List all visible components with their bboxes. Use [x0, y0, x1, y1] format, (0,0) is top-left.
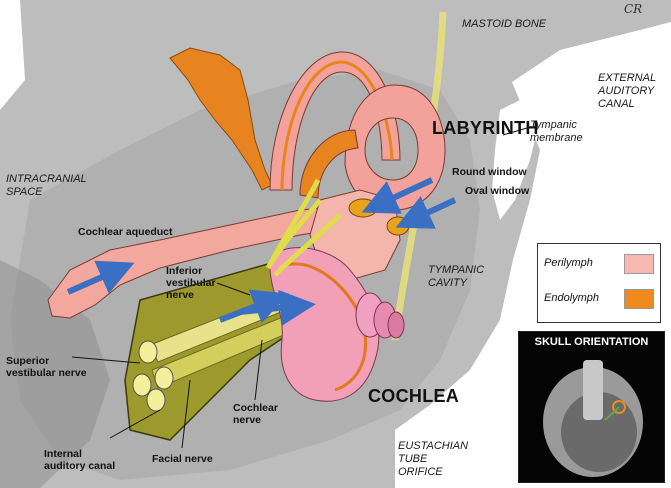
leader-inferior-vestibular — [216, 282, 251, 296]
oval-window-spot — [386, 216, 410, 236]
label-tympanic-cavity: TYMPANIC CAVITY — [428, 264, 484, 290]
eustachian-line-2: TUBE — [398, 453, 428, 465]
tympanic-membrane-line-1: Tympanic — [530, 119, 577, 131]
cochlea-shape — [269, 247, 380, 402]
label-superior-vestibular-nerve: Superior vestibular nerve — [6, 355, 87, 379]
nerve-end-2 — [154, 366, 174, 390]
intracranial-line-1: INTRACRANIAL — [6, 173, 87, 185]
arrow-nerve-2 — [239, 289, 316, 326]
external-canal-line-3: CANAL — [598, 98, 635, 110]
tympanic-membrane-line-2: membrane — [530, 132, 583, 144]
superior-vestibular-line-1: Superior — [6, 355, 50, 367]
skull-orientation-inset: SKULL ORIENTATION — [518, 331, 665, 483]
legend-perilymph-label: Perilymph — [544, 257, 593, 269]
leader-internal-auditory — [109, 409, 161, 439]
ear-marker — [612, 400, 626, 414]
label-cochlear-aqueduct: Cochlear aqueduct — [78, 226, 173, 238]
leader-tympanic-membrane — [502, 127, 528, 136]
superior-vestibular-line-2: vestibular nerve — [6, 367, 87, 379]
label-mastoid-bone: MASTOID BONE — [462, 18, 547, 30]
leader-superior-vestibular — [71, 356, 141, 364]
label-internal-auditory-canal: Internal auditory canal — [44, 448, 115, 472]
ear-marker-line — [604, 406, 620, 421]
vestibular-nerve-branches — [265, 178, 342, 277]
inferior-vestibular-line-3: nerve — [166, 289, 195, 301]
title-cochlea: COCHLEA — [368, 386, 460, 406]
external-canal-line-2: AUDITORY — [598, 85, 655, 97]
inferior-vestibular-line-2: vestibular — [166, 277, 216, 289]
cochlear-nerve-line-2: nerve — [233, 414, 262, 426]
nerve-end-4 — [146, 388, 166, 412]
fluid-legend: Perilymph Endolymph — [537, 243, 661, 323]
label-inferior-vestibular-nerve: Inferior vestibular nerve — [166, 265, 216, 301]
label-eustachian-tube-orifice: EUSTACHIAN TUBE ORIFICE — [398, 440, 468, 479]
arrow-round-window — [361, 177, 434, 214]
internal-auditory-line-2: auditory canal — [44, 460, 116, 472]
lateral-canal — [344, 84, 446, 211]
superior-canal — [269, 51, 401, 191]
inset-title: SKULL ORIENTATION — [534, 336, 649, 348]
cochlea-turn-3 — [387, 311, 405, 339]
external-canal-line-1: EXTERNAL — [598, 72, 657, 84]
artist-signature: CR — [624, 2, 643, 16]
leader-facial-nerve — [181, 379, 191, 449]
tympanic-membrane-shape — [492, 100, 540, 220]
label-tympanic-membrane: Tympanic membrane — [530, 119, 583, 145]
skull-image — [543, 360, 643, 477]
inferior-vestibular-line-1: Inferior — [166, 265, 203, 277]
eustachian-line-3: ORIFICE — [398, 466, 443, 478]
nerve-end-1 — [138, 340, 158, 364]
middle-ear-cavity — [395, 22, 671, 488]
label-external-auditory-canal: EXTERNAL AUDITORY CANAL — [598, 72, 656, 111]
arrow-cochlear-aqueduct — [66, 260, 135, 295]
arrow-oval-window — [395, 196, 457, 229]
round-window-spot — [348, 198, 378, 218]
intracranial-dark-area — [0, 260, 110, 488]
tympanic-cavity-line-2: CAVITY — [428, 277, 468, 289]
label-oval-window: Oval window — [465, 185, 530, 197]
leader-cochlear-nerve — [254, 339, 263, 401]
spine — [583, 360, 603, 420]
tympanic-cavity-line-1: TYMPANIC — [428, 264, 485, 276]
intracranial-line-2: SPACE — [6, 186, 43, 198]
eustachian-line-1: EUSTACHIAN — [398, 440, 469, 452]
label-intracranial-space: INTRACRANIAL SPACE — [6, 173, 87, 199]
legend-endolymph-swatch — [624, 289, 654, 309]
cochlear-nerve-line-1: Cochlear — [233, 402, 278, 414]
legend-perilymph-swatch — [624, 254, 654, 274]
posterior-canal — [299, 129, 359, 199]
label-cochlear-nerve: Cochlear nerve — [233, 402, 278, 426]
internal-auditory-line-1: Internal — [44, 448, 82, 460]
title-labyrinth: LABYRINTH — [432, 118, 539, 138]
nerve-end-3 — [132, 373, 152, 397]
label-facial-nerve: Facial nerve — [152, 453, 213, 465]
legend-endolymph-label: Endolymph — [544, 292, 600, 304]
label-round-window: Round window — [452, 166, 527, 178]
